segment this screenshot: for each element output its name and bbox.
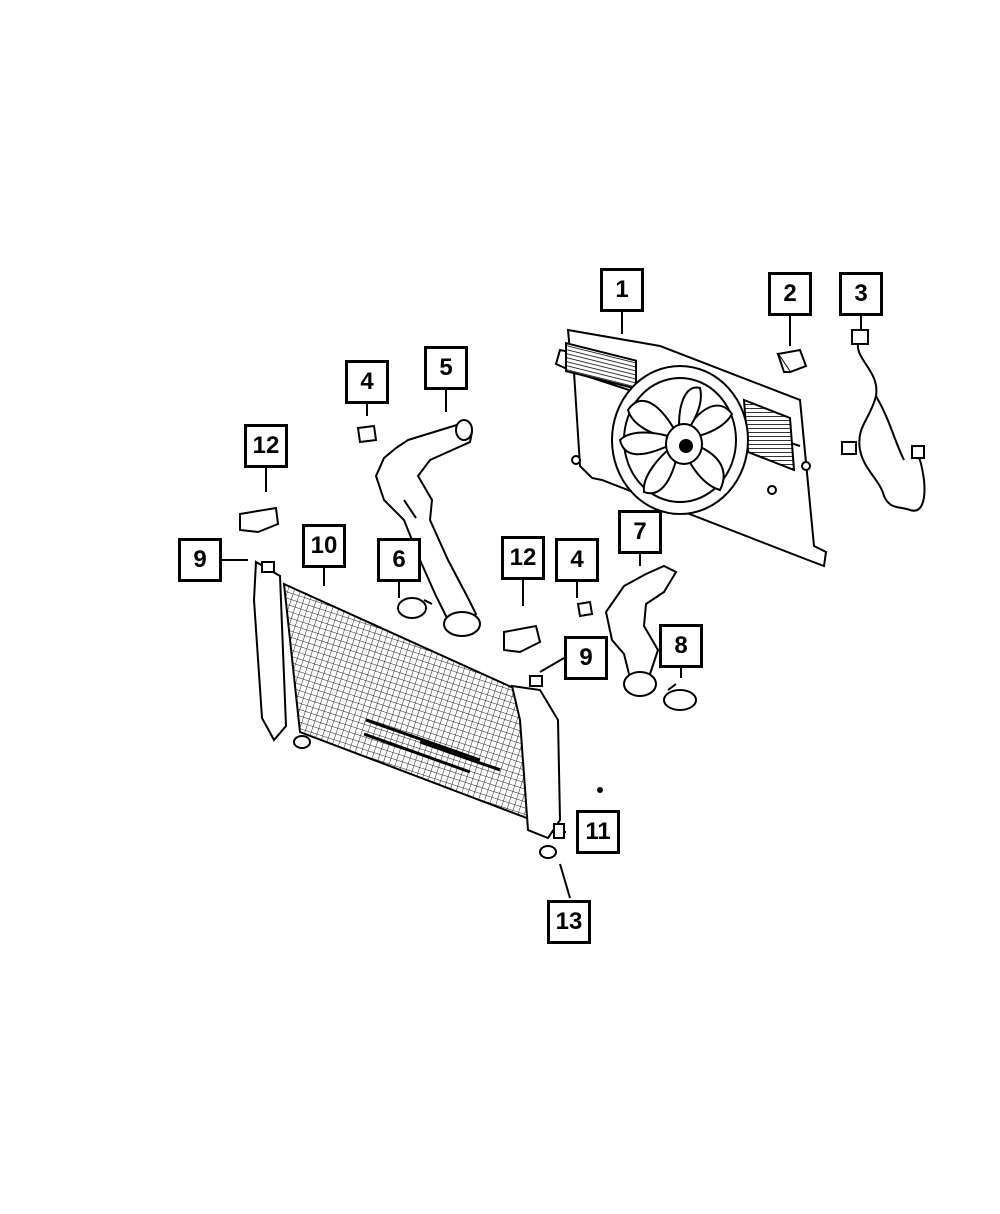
callout-6: 6: [377, 538, 421, 582]
callout-2: 2: [768, 272, 812, 316]
callout-10: 10: [302, 524, 346, 568]
leader-lines: [222, 310, 862, 899]
callout-12b: 12: [501, 536, 545, 580]
hose-clamp-6: [397, 597, 433, 619]
wiring-harness: [841, 329, 926, 512]
callout-12a: 12: [244, 424, 288, 468]
callout-1: 1: [600, 268, 644, 312]
bracket-12a: [239, 506, 280, 534]
fan-shroud-assembly: [554, 328, 828, 568]
callout-3: 3: [839, 272, 883, 316]
callout-8: 8: [659, 624, 703, 668]
callout-5: 5: [424, 346, 468, 390]
callout-4b: 4: [555, 538, 599, 582]
valve-4b: [576, 600, 594, 618]
bracket-12b: [503, 624, 542, 654]
radiator-assembly: [252, 560, 603, 859]
valve-4a: [356, 424, 378, 444]
callout-7: 7: [618, 510, 662, 554]
callout-9a: 9: [178, 538, 222, 582]
lower-hose: [604, 564, 678, 697]
mount-isolators: [261, 561, 565, 839]
hose-clamp-8: [663, 683, 697, 711]
fan-resistor-module: [776, 348, 808, 374]
upper-hose: [374, 419, 481, 637]
callout-11: 11: [576, 810, 620, 854]
callout-13: 13: [547, 900, 591, 944]
callout-4a: 4: [345, 360, 389, 404]
callout-9b: 9: [564, 636, 608, 680]
